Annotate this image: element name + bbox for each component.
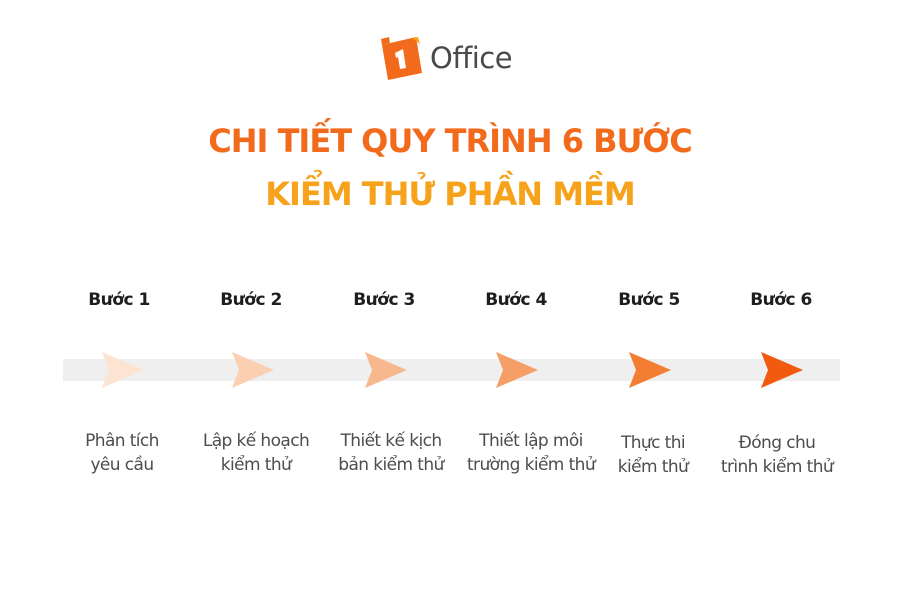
step-5-arrow-icon — [629, 352, 671, 388]
step-3-description-line-2: bản kiểm thử — [338, 455, 444, 475]
step-6-description-line-2: trình kiểm thử — [720, 457, 834, 477]
process-track — [63, 359, 840, 381]
step-6-description: Đóng chu trình kiểm thử — [702, 431, 852, 479]
step-4-arrow-icon — [496, 352, 538, 388]
step-5-description: Thực thi kiểm thử — [578, 431, 728, 479]
step-4-label: Bước 4 — [485, 290, 547, 310]
step-4-description-line-1: Thiết lập môi — [479, 431, 583, 451]
step-2-label: Bước 2 — [220, 290, 282, 310]
step-4-description: Thiết lập môi trường kiểm thử — [456, 429, 606, 477]
step-3-arrow-icon — [365, 352, 407, 388]
step-4-description-line-2: trường kiểm thử — [466, 455, 596, 475]
logo-text: Office — [430, 41, 513, 75]
step-6-label: Bước 6 — [750, 290, 812, 310]
step-3-label: Bước 3 — [353, 290, 415, 310]
page-title-line-2: KIỂM THỬ PHẦN MỀM — [265, 175, 636, 213]
step-2-description-line-2: kiểm thử — [220, 455, 292, 475]
step-2-arrow-icon — [232, 352, 274, 388]
step-5-description-line-2: kiểm thử — [617, 457, 689, 477]
step-6-arrow-icon — [761, 352, 803, 388]
logo: Office — [378, 34, 513, 82]
step-5-description-line-1: Thực thi — [620, 433, 686, 453]
1office-logo-icon — [381, 37, 422, 80]
step-6-description-line-1: Đóng chu — [738, 433, 816, 453]
step-1-label: Bước 1 — [88, 290, 150, 310]
step-3-description: Thiết kế kịch bản kiểm thử — [316, 429, 466, 477]
step-1-description-line-1: Phân tích — [85, 431, 159, 451]
step-2-description-line-1: Lập kế hoạch — [202, 431, 310, 451]
step-2-description: Lập kế hoạch kiểm thử — [181, 429, 331, 477]
page-title-line-1: CHI TIẾT QUY TRÌNH 6 BƯỚC — [208, 122, 692, 160]
step-1-description-line-2: yêu cầu — [90, 455, 154, 475]
step-1-arrow-icon — [102, 352, 144, 388]
step-3-description-line-1: Thiết kế kịch — [340, 431, 442, 451]
step-5-label: Bước 5 — [618, 290, 680, 310]
step-1-description: Phân tích yêu cầu — [47, 429, 197, 477]
